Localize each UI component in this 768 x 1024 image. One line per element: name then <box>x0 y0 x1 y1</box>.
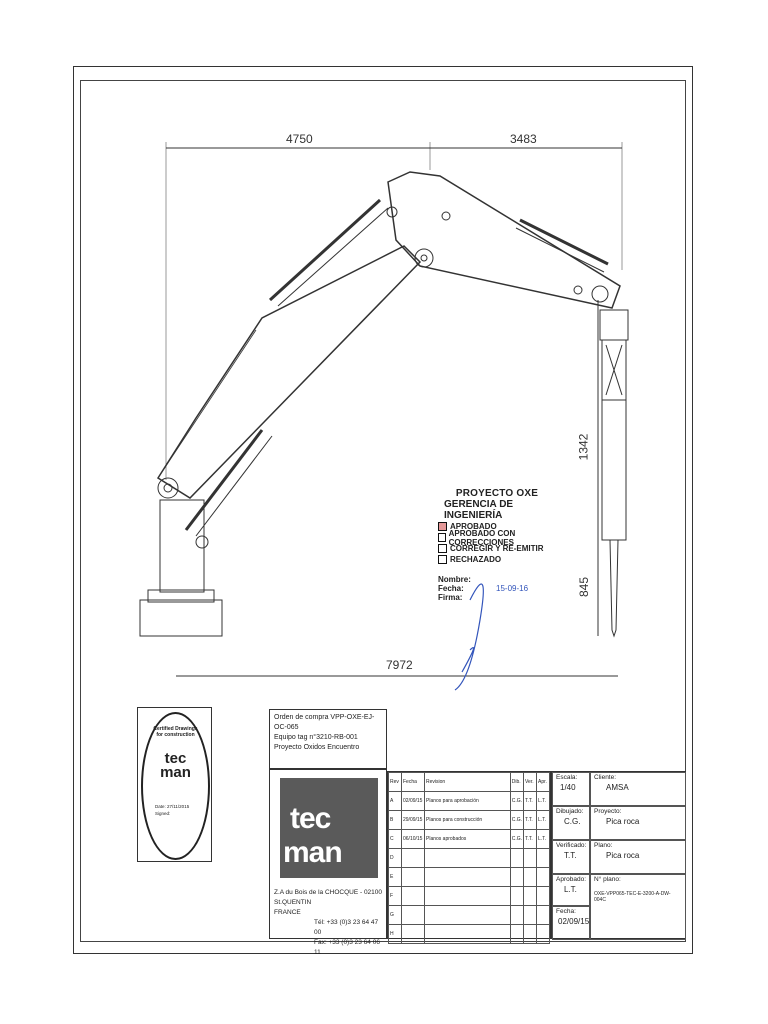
cell: 29/09/15 <box>401 810 425 830</box>
cell: T.T. <box>523 810 537 830</box>
cert-signed: Signed: <box>155 811 171 816</box>
title-block-info: Escala:1/40 Cliente:AMSA Dibujado:C.G. P… <box>551 771 686 940</box>
cell-proyecto: Proyecto:Pica roca <box>590 806 686 840</box>
cell: G <box>388 905 402 925</box>
order-info: Orden de compra VPP-OXE-EJ-OC-065 Equipo… <box>269 709 387 769</box>
stamp-title: PROYECTO OXE <box>455 488 539 499</box>
cell: Planos para aprobación <box>424 791 511 811</box>
stamp-fecha-label: Fecha: 15-09-16 <box>438 584 529 593</box>
cell: D <box>388 848 402 868</box>
cell: B <box>388 810 402 830</box>
checkbox-icon <box>438 533 446 542</box>
cert-line2: for construction <box>156 732 195 738</box>
cell-dibujado: Dibujado:C.G. <box>552 806 590 840</box>
cell-verificado: Verificado:T.T. <box>552 840 590 874</box>
cell: H <box>388 924 402 944</box>
address-country: FRANCE <box>274 909 301 916</box>
dim-total: 7972 <box>386 658 413 672</box>
dim-side-lower: 845 <box>577 576 592 598</box>
table-row: H <box>388 924 550 944</box>
stamp-option-corrections: APROBADO CON CORRECCIONES <box>438 529 556 547</box>
cell-escala: Escala:1/40 <box>552 772 590 806</box>
header-fecha: Fecha <box>401 772 425 792</box>
header-revision: Revision <box>424 772 511 792</box>
company-tel: Tél: +33 (0)3 23 64 47 00 <box>314 919 379 936</box>
logo-tec: tec <box>290 802 331 835</box>
stamp-firma-label: Firma: <box>438 593 463 602</box>
cell: C.G. <box>509 829 525 849</box>
certified-stamp: Certified Drawings for construction tec … <box>137 707 212 862</box>
cell: C <box>388 829 402 849</box>
table-row: D <box>388 848 550 868</box>
company-block: tec man Z.A du Bois de la CHOCQUE - 0210… <box>269 769 387 956</box>
table-row: F <box>388 886 550 906</box>
stamp-option-approved: APROBADO <box>438 521 556 532</box>
cell: E <box>388 867 402 887</box>
company-address: Z.A du Bois de la CHOCQUE - 02100 St.QUE… <box>274 888 386 958</box>
cert-line1: Certified Drawings <box>153 726 198 732</box>
cell: Planos aprobados <box>424 829 511 849</box>
cell-plano: Plano:Pica roca <box>590 840 686 874</box>
cell-cliente: Cliente:AMSA <box>590 772 686 806</box>
order-line1: Orden de compra VPP-OXE-EJ-OC-065 <box>274 714 375 731</box>
cell-nplano: N° plano:OXE-VPP065-TEC-E-3200-A-DW-004C <box>590 874 686 940</box>
stamp-fecha-value: 15-09-16 <box>496 584 529 593</box>
header-ver: Ver. <box>523 772 537 792</box>
order-line2: Equipo tag n°3210-RB-001 <box>274 734 358 741</box>
cell-aprobado: Aprobado:L.T. <box>552 874 590 906</box>
cell: C.G. <box>509 791 525 811</box>
order-line3: Proyecto Oxidos Encuentro <box>274 744 360 751</box>
company-fax: Fax: +33 (0)3 23 64 06 11 <box>314 939 380 956</box>
table-row: G <box>388 905 550 925</box>
cell: L.T. <box>536 810 550 830</box>
drawing-inner-border <box>80 80 686 942</box>
cert-logo-tec: tec <box>164 750 187 767</box>
stamp-subtitle: GERENCIA DE INGENIERÍA <box>444 499 514 521</box>
table-row: E <box>388 867 550 887</box>
dim-side-upper: 1342 <box>576 433 591 461</box>
cert-date: Date: 27/11/2015 <box>155 804 190 809</box>
checkbox-checked-icon <box>438 522 447 531</box>
cell: L.T. <box>536 829 550 849</box>
cell: T.T. <box>523 791 537 811</box>
header-dib: Dib. <box>509 772 525 792</box>
stamp-option-rejected: RECHAZADO <box>438 554 556 565</box>
stamp-option-reissue: CORREGIR Y RE-EMITIR <box>438 543 556 554</box>
revision-header-row: Rev Fecha Revision Dib. Ver. Apr. <box>388 772 550 792</box>
checkbox-icon <box>438 544 447 553</box>
cell: 02/09/15 <box>401 791 425 811</box>
checkbox-icon <box>438 555 447 564</box>
cell: 06/10/15 <box>401 829 425 849</box>
dim-top-right: 3483 <box>510 132 537 146</box>
cell: Planos para construcción <box>424 810 511 830</box>
cell: F <box>388 886 402 906</box>
approval-stamp: PROYECTO OXE GERENCIA DE INGENIERÍA APRO… <box>438 488 556 638</box>
header-apr: Apr. <box>536 772 550 792</box>
logo-man: man <box>283 836 343 869</box>
address-line: Z.A du Bois de la CHOCQUE - 02100 St.QUE… <box>274 889 383 906</box>
dim-top-left: 4750 <box>286 132 313 146</box>
cell-fecha: Fecha:02/09/15 <box>552 906 590 940</box>
cell: A <box>388 791 402 811</box>
drawing-sheet-border <box>73 66 693 954</box>
cell: T.T. <box>523 829 537 849</box>
cert-logo-man: man <box>160 764 191 781</box>
cell: L.T. <box>536 791 550 811</box>
stamp-nombre-label: Nombre: <box>438 575 471 584</box>
header-rev: Rev <box>388 772 402 792</box>
company-logo: tec man <box>280 778 378 878</box>
cell: C.G. <box>509 810 525 830</box>
